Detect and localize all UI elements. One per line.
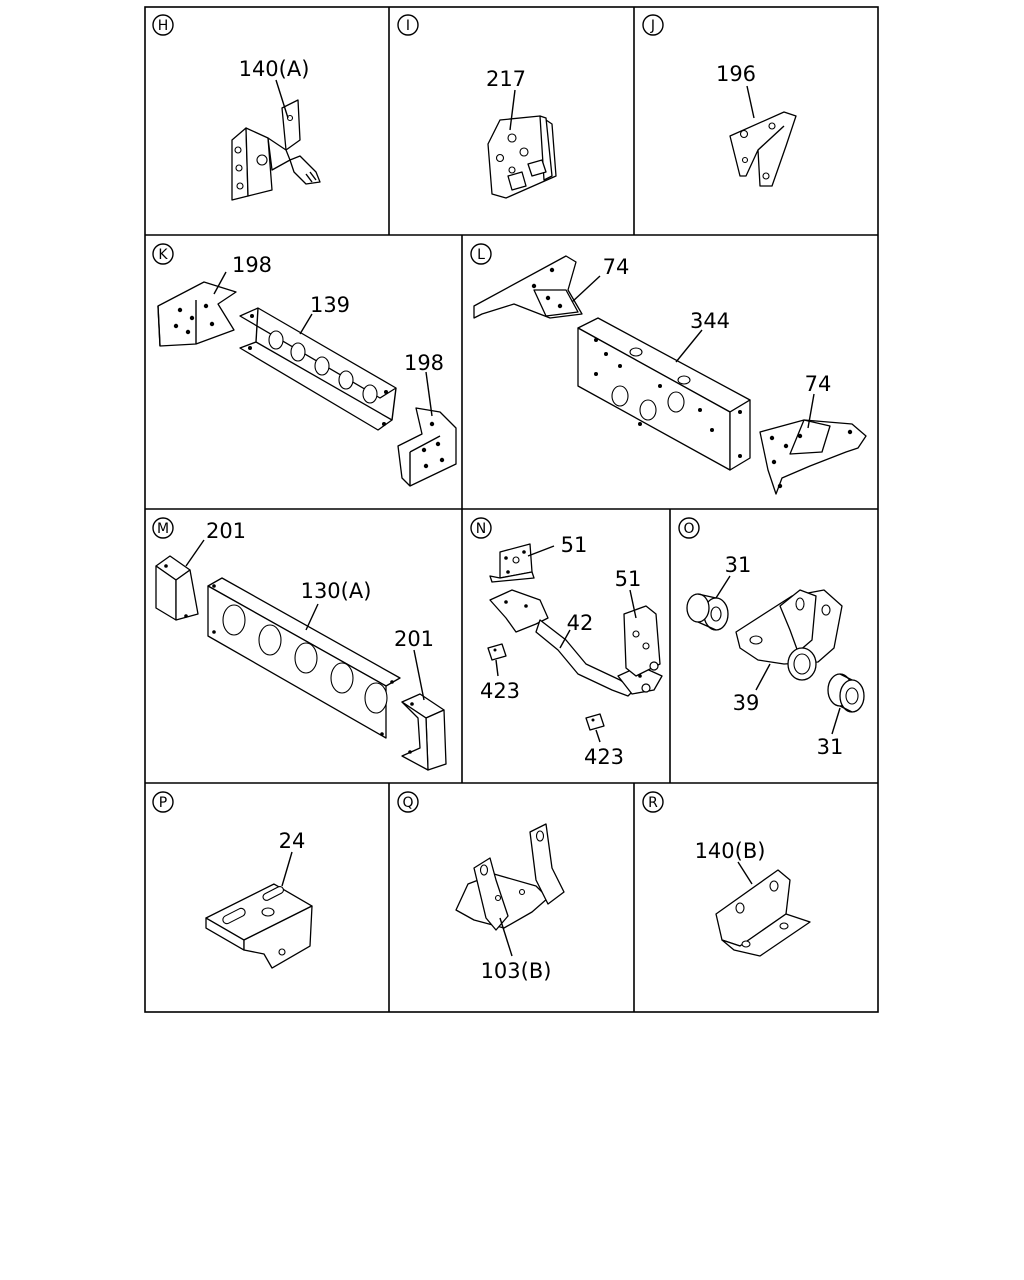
part-label-42: 42: [567, 611, 594, 635]
bushing-31-bottom-drawing: [827, 673, 865, 713]
part-label-31-bottom: 31: [817, 735, 844, 759]
section-j-marker: [642, 14, 664, 36]
bracket-196-drawing: [729, 111, 797, 187]
section-j-letter: J: [650, 18, 655, 34]
part-label-39: 39: [733, 691, 760, 715]
section-n-letter: N: [476, 521, 486, 537]
part-label-344: 344: [690, 309, 730, 333]
bushing-31-top-drawing: [686, 593, 729, 631]
section-o-letter: O: [683, 521, 694, 537]
section-k: K: [152, 243, 457, 487]
part-label-130a: 130(A): [301, 579, 372, 603]
part-label-423-right: 423: [584, 745, 624, 769]
section-m-letter: M: [157, 521, 169, 537]
section-h-letter: H: [158, 18, 169, 34]
section-n-marker: [470, 517, 492, 539]
part-label-217: 217: [486, 67, 526, 91]
part-label-51-top: 51: [561, 533, 588, 557]
part-label-423-left: 423: [480, 679, 520, 703]
channel-139-drawing: [239, 307, 397, 431]
section-l-letter: L: [477, 247, 485, 263]
crossmember-42-drawing: [489, 589, 663, 697]
plate-51-right-drawing: [623, 605, 661, 677]
shim-423-left-drawing: [487, 643, 507, 661]
bracket-74-bottom-drawing: [759, 419, 867, 495]
section-m-marker: [152, 517, 174, 539]
part-label-51-right: 51: [615, 567, 642, 591]
bracket-140b-drawing: [715, 869, 811, 957]
part-label-201-left: 201: [206, 519, 246, 543]
section-r-letter: R: [648, 795, 658, 811]
shim-423-right-drawing: [585, 713, 605, 731]
section-r-marker: [642, 791, 664, 813]
grid-frame: [144, 6, 879, 1013]
bracket-74-top-drawing: [473, 255, 583, 319]
section-q-letter: Q: [402, 795, 413, 811]
part-label-74-bottom: 74: [805, 372, 832, 396]
section-i: I 217: [397, 14, 557, 199]
section-o: O 31 39 31: [678, 517, 865, 759]
part-label-198-left: 198: [232, 253, 272, 277]
bracket-103b-drawing: [455, 823, 565, 931]
part-label-198-right: 198: [404, 351, 444, 375]
section-k-marker: [152, 243, 174, 265]
section-k-letter: K: [158, 247, 168, 263]
crossmember-344-drawing: [577, 317, 751, 471]
part-label-201-right: 201: [394, 627, 434, 651]
bracket-201-right-drawing: [401, 693, 447, 771]
section-n: N 51: [470, 517, 663, 769]
bracket-24-drawing: [205, 883, 313, 969]
section-h-marker: [152, 14, 174, 36]
section-j: J 196: [642, 14, 797, 187]
part-label-139: 139: [310, 293, 350, 317]
part-label-74-top: 74: [603, 255, 630, 279]
part-label-140a: 140(A): [239, 57, 310, 81]
bracket-217-drawing: [487, 115, 557, 199]
section-q: Q 103(B): [397, 791, 565, 983]
section-r: R 140(B): [642, 791, 811, 957]
section-i-marker: [397, 14, 419, 36]
section-p-marker: [152, 791, 174, 813]
part-label-31-top: 31: [725, 553, 752, 577]
part-label-103b: 103(B): [481, 959, 552, 983]
bracket-198-right-drawing: [397, 407, 457, 487]
section-p: P 24: [152, 791, 313, 969]
section-q-marker: [397, 791, 419, 813]
bracket-198-left-drawing: [157, 281, 237, 347]
section-p-letter: P: [159, 795, 167, 811]
channel-130a-drawing: [207, 577, 401, 739]
section-o-marker: [678, 517, 700, 539]
section-h: H 140(A): [152, 14, 321, 201]
bracket-201-left-drawing: [155, 555, 199, 621]
section-m: M 201 130(A) 201: [152, 517, 447, 771]
part-label-196: 196: [716, 62, 756, 86]
section-l-marker: [470, 243, 492, 265]
bracket-140a-drawing: [231, 99, 321, 201]
bracket-39-drawing: [735, 589, 843, 681]
part-label-140b: 140(B): [695, 839, 766, 863]
section-i-letter: I: [406, 18, 410, 34]
part-label-24: 24: [279, 829, 306, 853]
section-l: L 74: [470, 243, 867, 495]
plate-51-top-drawing: [489, 543, 535, 583]
